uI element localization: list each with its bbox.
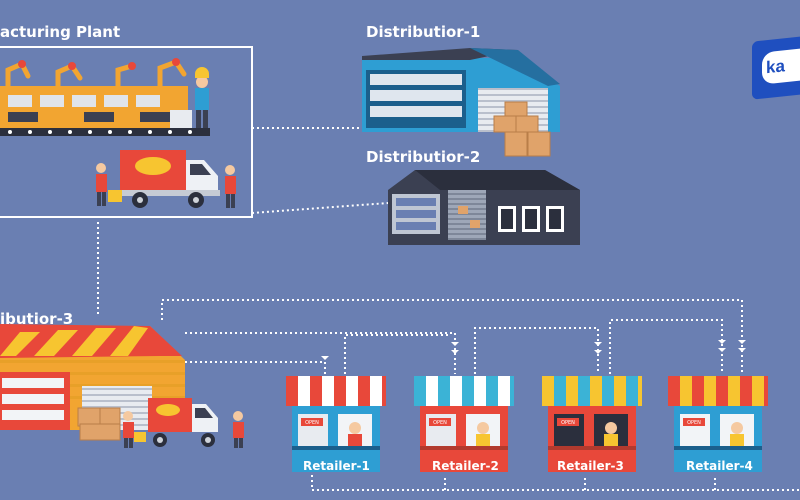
- plant-frame: [0, 46, 253, 218]
- delivery-truck-icon: [118, 150, 220, 208]
- worker-icon: [123, 411, 146, 448]
- retail-shop-1: OPEN: [286, 376, 386, 472]
- retailer-4-label: Retailer-4: [686, 459, 753, 473]
- retail-shop-2: OPEN: [414, 376, 514, 472]
- open-sign: OPEN: [687, 420, 701, 426]
- connector-d3-loop-mid: [185, 332, 456, 374]
- connector-r2-r3: [474, 327, 599, 374]
- connector-r1-r2: [344, 334, 448, 374]
- connector-d3-to-retailer-1: [185, 361, 326, 374]
- worker-icon: [233, 411, 244, 448]
- logo-text: ka: [766, 56, 785, 78]
- distributor-3-label: ibutior-3: [0, 310, 74, 328]
- open-sign: OPEN: [433, 420, 447, 426]
- boxes-icon: [77, 407, 121, 441]
- distributor-1-label: Distributior-1: [366, 23, 481, 41]
- retailer-3-label: Retailer-3: [557, 459, 624, 473]
- distributor-2-warehouse: [388, 170, 580, 245]
- retailer-2-label: Retailer-2: [432, 459, 499, 473]
- retail-shop-3: OPEN: [542, 376, 642, 472]
- open-sign: OPEN: [561, 420, 575, 426]
- worker-icon: [225, 165, 236, 208]
- worker-icon: [195, 67, 209, 128]
- distributor-2-label: Distributior-2: [366, 148, 481, 166]
- retailer-1-label: Retailer-1: [303, 459, 370, 473]
- arrow-icon: [594, 342, 602, 354]
- boxes-icon: [493, 101, 551, 157]
- arrow-chevrons: [321, 340, 746, 360]
- distributor-3-warehouse: [0, 324, 244, 448]
- connector-plant-distributor-2: [251, 202, 389, 214]
- arrow-icon: [718, 340, 726, 352]
- arrow-icon: [738, 340, 746, 352]
- manufacturing-plant: [0, 46, 253, 218]
- brand-logo: ka: [752, 34, 800, 100]
- arrow-icon: [321, 356, 329, 360]
- connector-d3-loop-upper: [161, 299, 743, 374]
- manufacturing-plant-label: acturing Plant: [0, 23, 121, 41]
- distributor-1-warehouse: [362, 48, 560, 157]
- open-sign: OPEN: [305, 420, 319, 426]
- retail-shop-4: OPEN: [668, 376, 768, 472]
- arrow-icon: [451, 342, 459, 354]
- worker-icon: [96, 163, 122, 206]
- delivery-truck-icon: [148, 398, 218, 447]
- connector-bottom-rail: [311, 470, 800, 491]
- connector-r3-r4: [609, 319, 723, 374]
